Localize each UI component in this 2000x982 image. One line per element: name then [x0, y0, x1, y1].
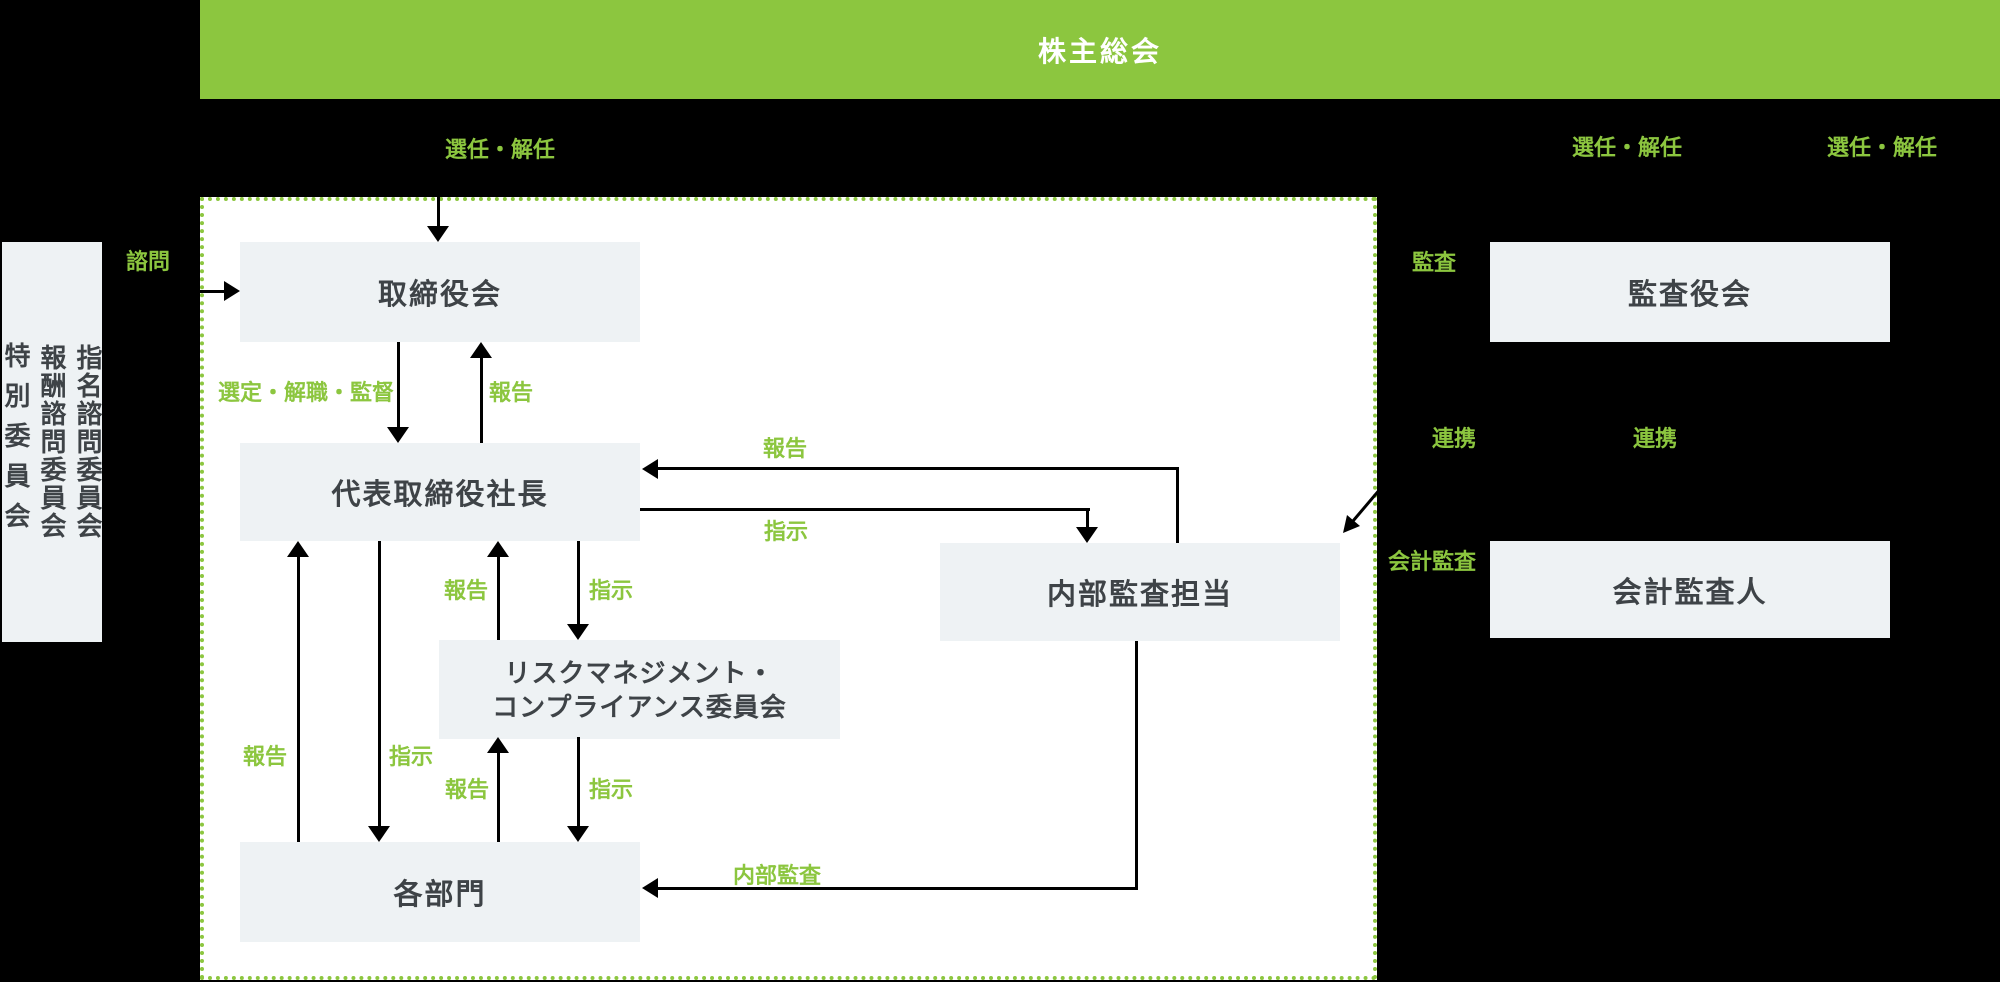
internal-report-elbow-vertical	[1176, 467, 1179, 543]
report-depts-risk-label: 報告	[445, 777, 490, 802]
appoint-dismiss-label-3: 選任・解任	[1827, 135, 1938, 160]
special-committee-label: 特別委員会	[1, 342, 31, 542]
internal-audit-office-box: 内部監査担当	[940, 543, 1340, 641]
accounting-auditor-label: 会計監査人	[1612, 576, 1768, 609]
report-internal-label: 報告	[763, 436, 808, 461]
risk-compliance-committee-label: リスクマネジメント・ コンプライアンス委員会	[492, 656, 787, 724]
audit-label: 監査	[1412, 250, 1457, 275]
internal-report-arrowhead-icon	[642, 459, 658, 479]
advisory-arrowhead-icon	[224, 281, 240, 301]
advisory-label: 諮問	[126, 249, 171, 274]
compensation-committee-label: 報酬諮問委員会	[37, 344, 67, 540]
internal-audit-elbow-horizontal	[658, 887, 1138, 890]
risk-committee-line1: リスクマネジメント・	[504, 657, 775, 688]
instruct-internal-label: 指示	[764, 519, 809, 544]
depts-instruct-arrowhead-icon	[368, 826, 390, 842]
board-of-directors-label: 取締役会	[377, 279, 502, 311]
accounting-auditor-box: 会計監査人	[1490, 541, 1890, 638]
select-dismiss-arrow-line	[397, 342, 400, 427]
internal-audit-arrowhead-icon	[642, 878, 658, 898]
internal-audit-flow-label: 内部監査	[733, 863, 822, 888]
advisory-arrow-line	[102, 290, 226, 293]
accounting-audit-diagonal-arrow	[1343, 441, 1422, 533]
internal-audit-office-label: 内部監査担当	[1046, 579, 1233, 611]
audit-supervisory-board-box: 監査役会	[1490, 242, 1890, 342]
depts-report-arrow-line	[297, 557, 300, 842]
president-label: 代表取締役社長	[331, 479, 549, 511]
internal-instruct-elbow-vertical	[1086, 508, 1089, 527]
depts-report-arrowhead-icon	[287, 541, 309, 557]
instruct-risk-label: 指示	[589, 578, 634, 603]
nomination-committee-label: 指名諮問委員会	[73, 344, 103, 540]
risk-compliance-committee-box: リスクマネジメント・ コンプライアンス委員会	[439, 640, 840, 739]
report-to-board-label: 報告	[489, 380, 534, 405]
risk-instruct-arrowhead-icon	[567, 624, 589, 640]
shareholders-meeting-bar: 株主総会	[200, 0, 2000, 99]
audit-supervisory-board-label: 監査役会	[1627, 279, 1752, 311]
cooperation-label-1: 連携	[1432, 426, 1477, 451]
appoint-board-arrowhead-icon	[427, 226, 449, 242]
internal-report-elbow-horizontal	[658, 467, 1179, 470]
appoint-dismiss-label-1: 選任・解任	[445, 137, 556, 162]
instruct-risk-depts-label: 指示	[589, 777, 634, 802]
instruct-depts-label: 指示	[389, 744, 434, 769]
report-to-board-arrow-line	[480, 358, 483, 443]
risk-report-arrow-line	[497, 557, 500, 640]
depts-instruct-arrow-line	[378, 541, 381, 826]
accounting-audit-label: 会計監査	[1388, 549, 1477, 574]
depts-to-risk-report-arrowhead-icon	[487, 737, 509, 753]
risk-instruct-arrow-line	[577, 541, 580, 624]
report-to-board-arrowhead-icon	[470, 342, 492, 358]
report-depts-label: 報告	[243, 744, 288, 769]
select-dismiss-arrowhead-icon	[387, 427, 409, 443]
depts-to-risk-report-arrow-line	[497, 753, 500, 842]
internal-instruct-arrowhead-icon	[1076, 527, 1098, 543]
appoint-dismiss-label-2: 選任・解任	[1572, 135, 1683, 160]
report-risk-label: 報告	[444, 578, 489, 603]
shareholders-meeting-title: 株主総会	[1037, 35, 1162, 67]
departments-label: 各部門	[393, 879, 487, 911]
president-box: 代表取締役社長	[240, 443, 640, 541]
select-dismiss-supervise-label: 選定・解職・監督	[218, 380, 395, 405]
risk-committee-line2: コンプライアンス委員会	[492, 691, 787, 722]
risk-to-depts-instruct-arrow-line	[577, 737, 580, 826]
board-of-directors-box: 取締役会	[240, 242, 640, 342]
departments-box: 各部門	[240, 842, 640, 942]
cooperation-label-2: 連携	[1633, 426, 1678, 451]
advisory-committees-box: 特別委員会 報酬諮問委員会 指名諮問委員会	[1, 242, 103, 642]
internal-instruct-elbow-horizontal	[640, 508, 1090, 511]
internal-audit-elbow-vertical	[1135, 641, 1138, 890]
risk-report-arrowhead-icon	[487, 541, 509, 557]
risk-to-depts-instruct-arrowhead-icon	[567, 826, 589, 842]
appoint-board-arrow-line	[437, 99, 440, 227]
